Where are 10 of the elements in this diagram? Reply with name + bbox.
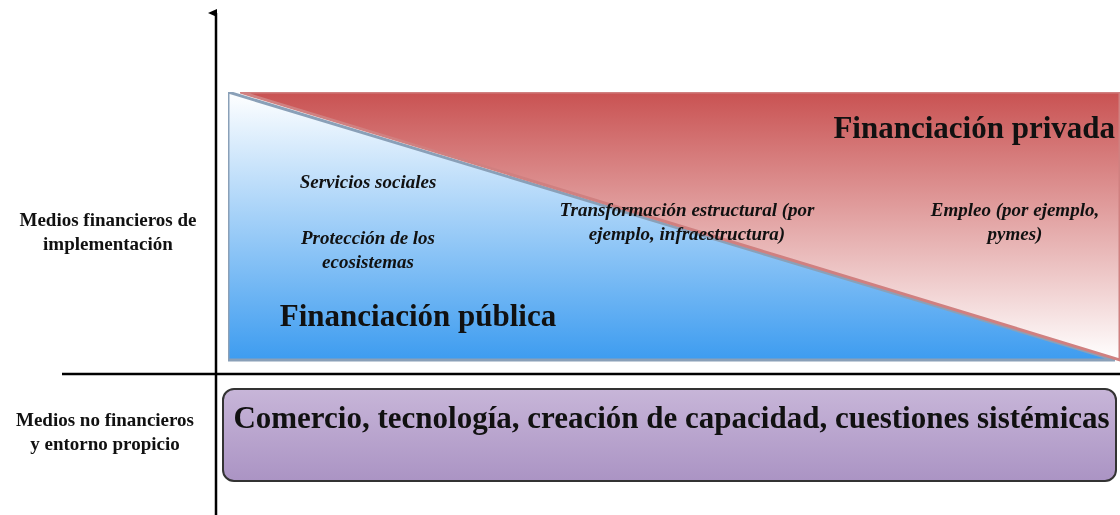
- region-label: Protección de los ecosistemas: [300, 226, 436, 274]
- region-title: Financiación privada: [832, 110, 1115, 146]
- non-financial-means-bar: [222, 388, 1117, 482]
- region-label: Servicios sociales: [298, 170, 438, 194]
- region-label: Transformación estructural (por ejemplo, infraestructura): [558, 198, 816, 246]
- bar-label: Comercio, tecnología, creación de capacidad, cuestiones sistémicas: [232, 400, 1111, 436]
- region-label: Empleo (por ejemplo, pymes): [929, 198, 1101, 246]
- region-title: Financiación pública: [278, 298, 558, 334]
- axis-label: Medios financieros de implementación: [18, 208, 198, 256]
- axis-label: Medios no financieros y entorno propicio: [15, 408, 195, 456]
